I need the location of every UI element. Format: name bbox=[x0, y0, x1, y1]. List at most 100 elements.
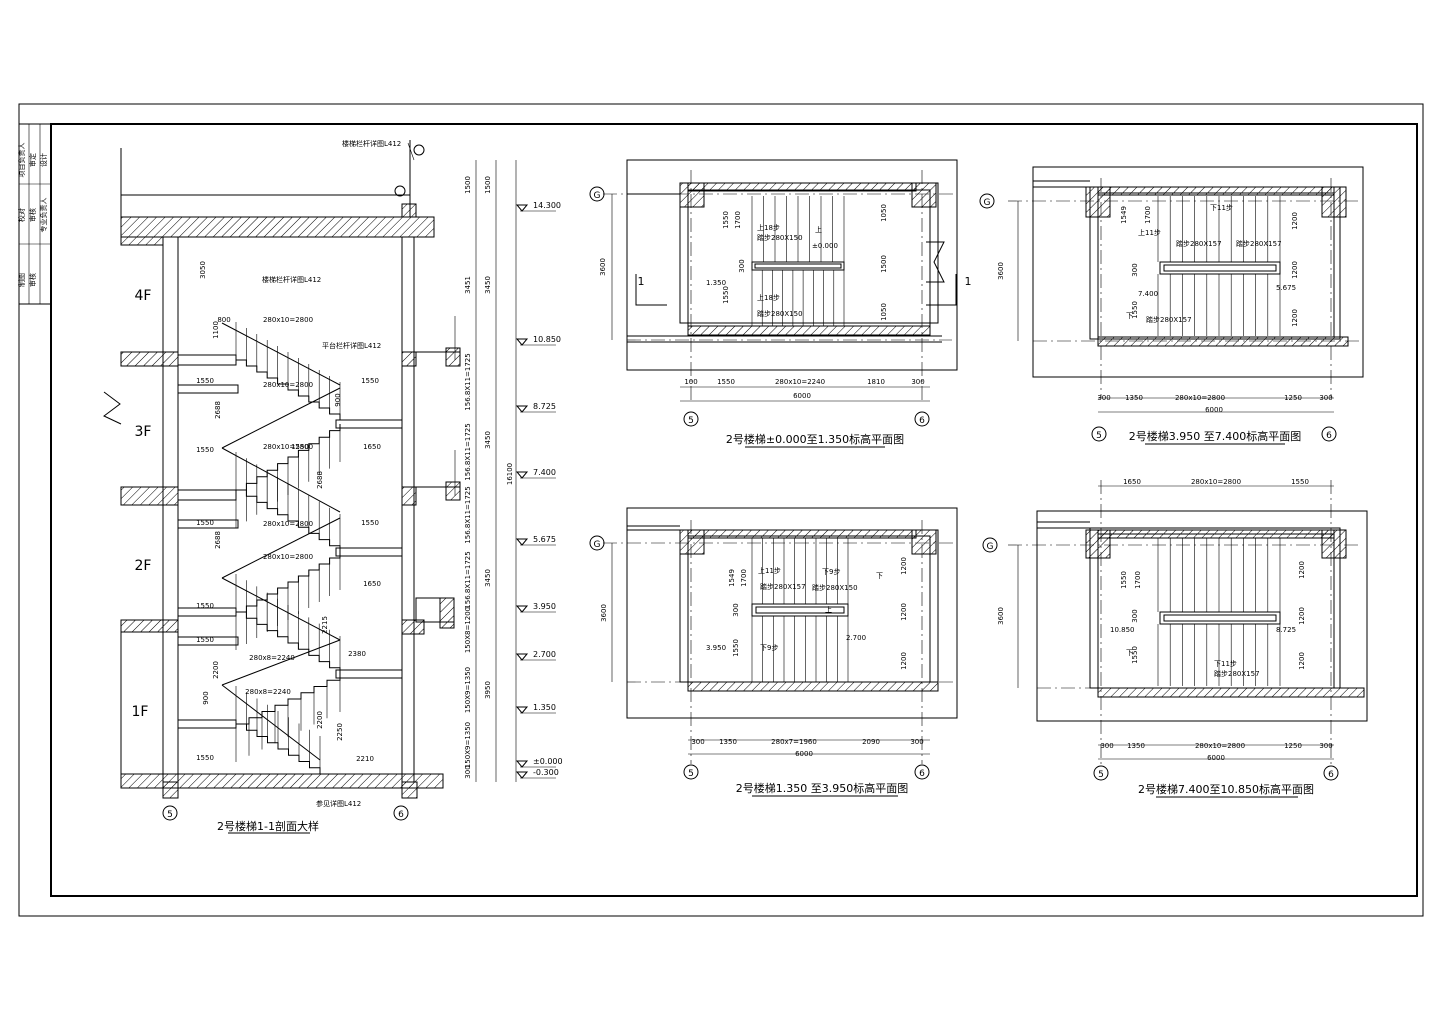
grid-label: G bbox=[984, 198, 991, 208]
inner-frame bbox=[50, 123, 1418, 897]
title-block-label: 审核 bbox=[28, 208, 37, 222]
plan-title: 2号楼梯1.350 至3.950标高平面图 bbox=[736, 781, 908, 795]
plan-side-dimension: 300 bbox=[1131, 609, 1139, 622]
plan-label: 踏步280X150 bbox=[757, 309, 803, 318]
plan-label: 下9步 bbox=[760, 644, 778, 652]
section-note: 参见详图L412 bbox=[316, 799, 361, 808]
stair-dimension: 2380 bbox=[348, 650, 366, 658]
plan-side-dimension: 1550 bbox=[1131, 646, 1139, 664]
plan-side-dimension: 1050 bbox=[880, 303, 888, 321]
plan-dimension: 1350 bbox=[1127, 742, 1145, 750]
elevation-triangle bbox=[515, 605, 529, 613]
axis-label: 5 bbox=[688, 416, 694, 426]
plan-dimension: 300 bbox=[1100, 742, 1113, 750]
plan-label: 下11步 bbox=[1214, 660, 1237, 668]
elevation-label: 2.700 bbox=[533, 650, 556, 659]
plan-label: 踏步280X157 bbox=[1146, 315, 1192, 324]
vertical-dimension: 156.8X11=1725 bbox=[464, 423, 472, 480]
plan-dimension: 300 bbox=[1319, 394, 1332, 402]
axis-label: 5 bbox=[688, 769, 694, 779]
plan-label: 踏步280X157 bbox=[1214, 669, 1260, 678]
stair-dimension: 2210 bbox=[356, 755, 374, 763]
plan-total-dimension: 6000 bbox=[1207, 754, 1225, 762]
plan-total-dimension: 6000 bbox=[793, 392, 811, 400]
plan-dimension: 2090 bbox=[862, 738, 880, 746]
outer-frame bbox=[18, 103, 1424, 917]
stair-dimension: 280x10=2800 bbox=[263, 553, 313, 561]
axis-label-5: 5 bbox=[167, 810, 173, 820]
axis-label: 6 bbox=[1326, 431, 1332, 441]
vertical-dimension: 156.8X11=1725 bbox=[464, 353, 472, 410]
plan-side-dimension: 1200 bbox=[900, 652, 908, 670]
plan-label: 踏步280X150 bbox=[757, 233, 803, 242]
vertical-dimension: 3450 bbox=[484, 276, 492, 294]
elevation-triangle bbox=[515, 771, 529, 779]
stair-dimension: 1650 bbox=[363, 443, 381, 451]
plan-side-dimension: 1700 bbox=[740, 569, 748, 587]
vertical-dimension: 3950 bbox=[484, 681, 492, 699]
plan-side-dimension: 1550 bbox=[1131, 301, 1139, 319]
plan-side-dimension: 1200 bbox=[1298, 561, 1306, 579]
plan-dimension: 280x10=2240 bbox=[775, 378, 825, 386]
grid-label: G bbox=[987, 542, 994, 552]
elevation-triangle bbox=[515, 760, 529, 768]
title-block-label: 审核 bbox=[28, 273, 37, 287]
plan-title: 2号楼梯7.400至10.850标高平面图 bbox=[1138, 782, 1314, 796]
section-title: 2号楼梯1-1剖面大样 bbox=[217, 819, 319, 833]
plan-side-dimension: 1549 bbox=[1120, 206, 1128, 224]
vertical-dimension: 150X9=1350 bbox=[464, 667, 472, 713]
plan-label: 踏步280X157 bbox=[760, 582, 806, 591]
plan-dimension: 1250 bbox=[1284, 394, 1302, 402]
section-note: 楼梯栏杆详图L412 bbox=[262, 275, 321, 284]
section-note: 楼梯栏杆详图L412 bbox=[342, 139, 401, 148]
ground-slab bbox=[120, 773, 444, 789]
stair-dimension: 2200 bbox=[212, 661, 220, 679]
plan-dimension: 300 bbox=[691, 738, 704, 746]
elevation-label: 10.850 bbox=[533, 335, 561, 344]
plan-side-dimension: 1550 bbox=[1120, 571, 1128, 589]
stair-dimension: 1550 bbox=[196, 446, 214, 454]
plan-label: 上18步 bbox=[757, 293, 780, 302]
elevation-triangle bbox=[515, 338, 529, 346]
vertical-dimension: 3451 bbox=[464, 276, 472, 294]
stair-dimension: 2215 bbox=[321, 616, 329, 634]
title-block-label: 项目负责人 bbox=[17, 143, 26, 178]
plan-total-dimension: 6000 bbox=[1205, 406, 1223, 414]
vertical-dimension: 3450 bbox=[484, 431, 492, 449]
title-block-label: 审定 bbox=[28, 153, 37, 167]
vertical-dimension: 150X9=1350 bbox=[464, 722, 472, 768]
plan-label: 5.675 bbox=[1276, 284, 1296, 292]
axis-label: 5 bbox=[1098, 770, 1104, 780]
plan-dimension: 1810 bbox=[867, 378, 885, 386]
elevation-label: 7.400 bbox=[533, 468, 556, 477]
stair-dimension: 1550 bbox=[196, 754, 214, 762]
stair-dimension: 800 bbox=[217, 316, 230, 324]
vertical-dimension: 1500 bbox=[464, 176, 472, 194]
axis-label-6: 6 bbox=[398, 810, 404, 820]
plan-side-dimension: 1500 bbox=[880, 255, 888, 273]
plan-dimension: 280x7=1960 bbox=[771, 738, 817, 746]
vertical-dimension: 1500 bbox=[484, 176, 492, 194]
right-wall bbox=[401, 236, 415, 783]
axis-label: 6 bbox=[919, 769, 925, 779]
stair-dimension: 280x10=2800 bbox=[263, 381, 313, 389]
plan-side-dimension: 1550 bbox=[722, 286, 730, 304]
stair-dimension: 2688 bbox=[316, 471, 324, 489]
plan-dimension: 280x10=2800 bbox=[1191, 478, 1241, 486]
title-block-label: 校对 bbox=[17, 208, 26, 222]
plan-side-dimension: 300 bbox=[738, 259, 746, 272]
elevation-label: 8.725 bbox=[533, 402, 556, 411]
vertical-dimension: 156.8X11=1725 bbox=[464, 486, 472, 543]
stair-dimension: 2250 bbox=[336, 723, 344, 741]
grid-label: G bbox=[594, 191, 601, 201]
stair-dimension: 2200 bbox=[316, 711, 324, 729]
section-note: 平台栏杆详图L412 bbox=[322, 341, 381, 350]
vertical-dimension: 156.8X11=1725 bbox=[464, 551, 472, 608]
plan-dimension: 300 bbox=[1319, 742, 1332, 750]
plan-side-dimension: 1700 bbox=[734, 211, 742, 229]
plan-label: 10.850 bbox=[1110, 626, 1135, 634]
plan-label: 上11步 bbox=[1138, 228, 1161, 237]
plan-side-dimension: 1550 bbox=[722, 211, 730, 229]
stair-dimension: 1550 bbox=[196, 602, 214, 610]
